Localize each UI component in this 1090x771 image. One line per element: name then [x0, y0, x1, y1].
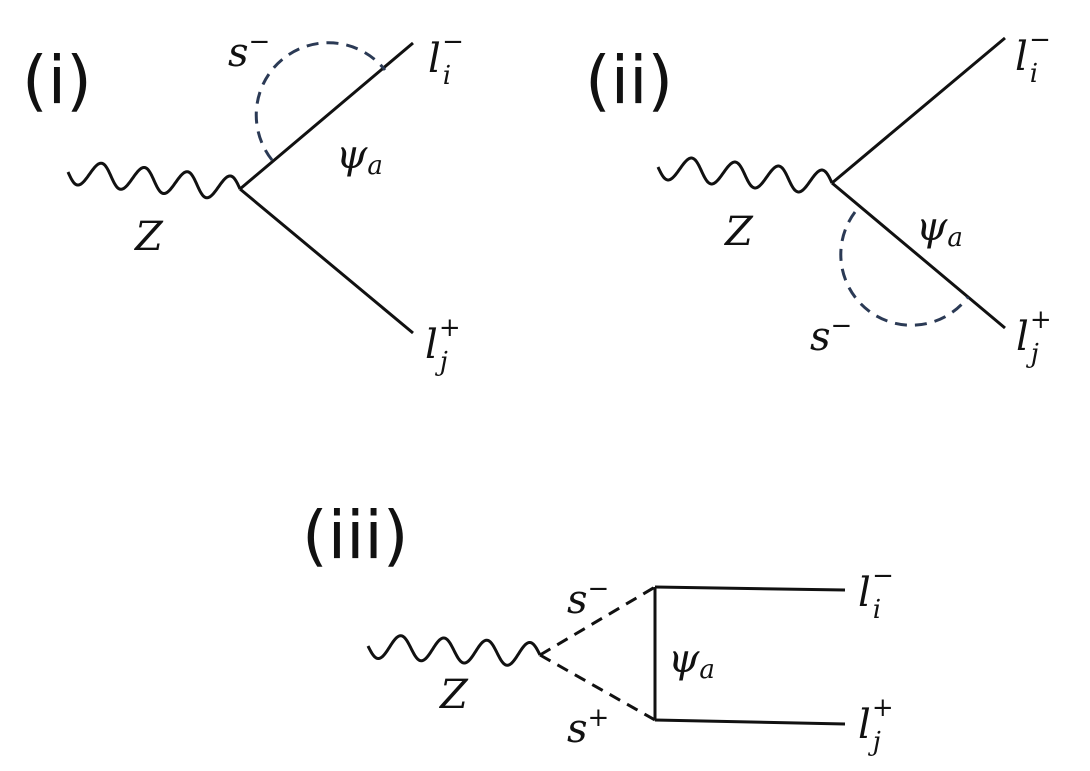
lepton-plus-label-i: lj+	[425, 313, 461, 377]
diagram-ii: (ii) li− ψa Z s− lj+	[585, 25, 1052, 369]
scalar-label-ii: s−	[810, 311, 852, 360]
z-boson-line-ii	[656, 156, 834, 194]
lepton-minus-label-ii: li−	[1015, 25, 1051, 89]
lepton-minus-label-iii: li−	[858, 561, 894, 625]
scalar-line-upper-iii	[539, 585, 656, 657]
fermion-line-lower-iii	[654, 718, 846, 726]
scalar-bottom-label-iii: s+	[567, 703, 609, 752]
scalar-loop-ii	[839, 211, 970, 327]
fermion-line-lower-i	[239, 187, 414, 335]
fermion-line-upper-iii	[654, 585, 846, 592]
diagram-iii: (iii) s− ψa Z s+ li− lj+	[302, 497, 894, 757]
z-boson-line-iii	[366, 634, 542, 667]
lepton-minus-label-i: li−	[428, 27, 464, 91]
z-label-i: Z	[133, 214, 164, 260]
panel-label-iii: (iii)	[302, 497, 409, 574]
psi-label-ii: ψa	[916, 204, 963, 253]
z-label-ii: Z	[723, 209, 754, 255]
lepton-plus-label-iii: lj+	[858, 693, 894, 757]
fermion-line-upper-i	[239, 41, 414, 191]
scalar-top-label-iii: s−	[567, 574, 609, 623]
panel-label-i: (i)	[22, 42, 92, 119]
psi-label-i: ψa	[336, 132, 383, 181]
panel-label-ii: (ii)	[585, 42, 673, 119]
psi-label-iii: ψa	[668, 636, 715, 685]
z-boson-line-i	[66, 161, 242, 200]
diagram-i: (i) s− ψa Z li− lj+	[22, 27, 464, 377]
fermion-line-lower-ii	[831, 181, 1006, 330]
lepton-plus-label-ii: lj+	[1016, 305, 1052, 369]
scalar-line-lower-iii	[539, 653, 656, 722]
z-label-iii: Z	[438, 672, 469, 718]
scalar-label-i: s−	[228, 27, 270, 76]
fermion-line-upper-ii	[831, 36, 1006, 185]
